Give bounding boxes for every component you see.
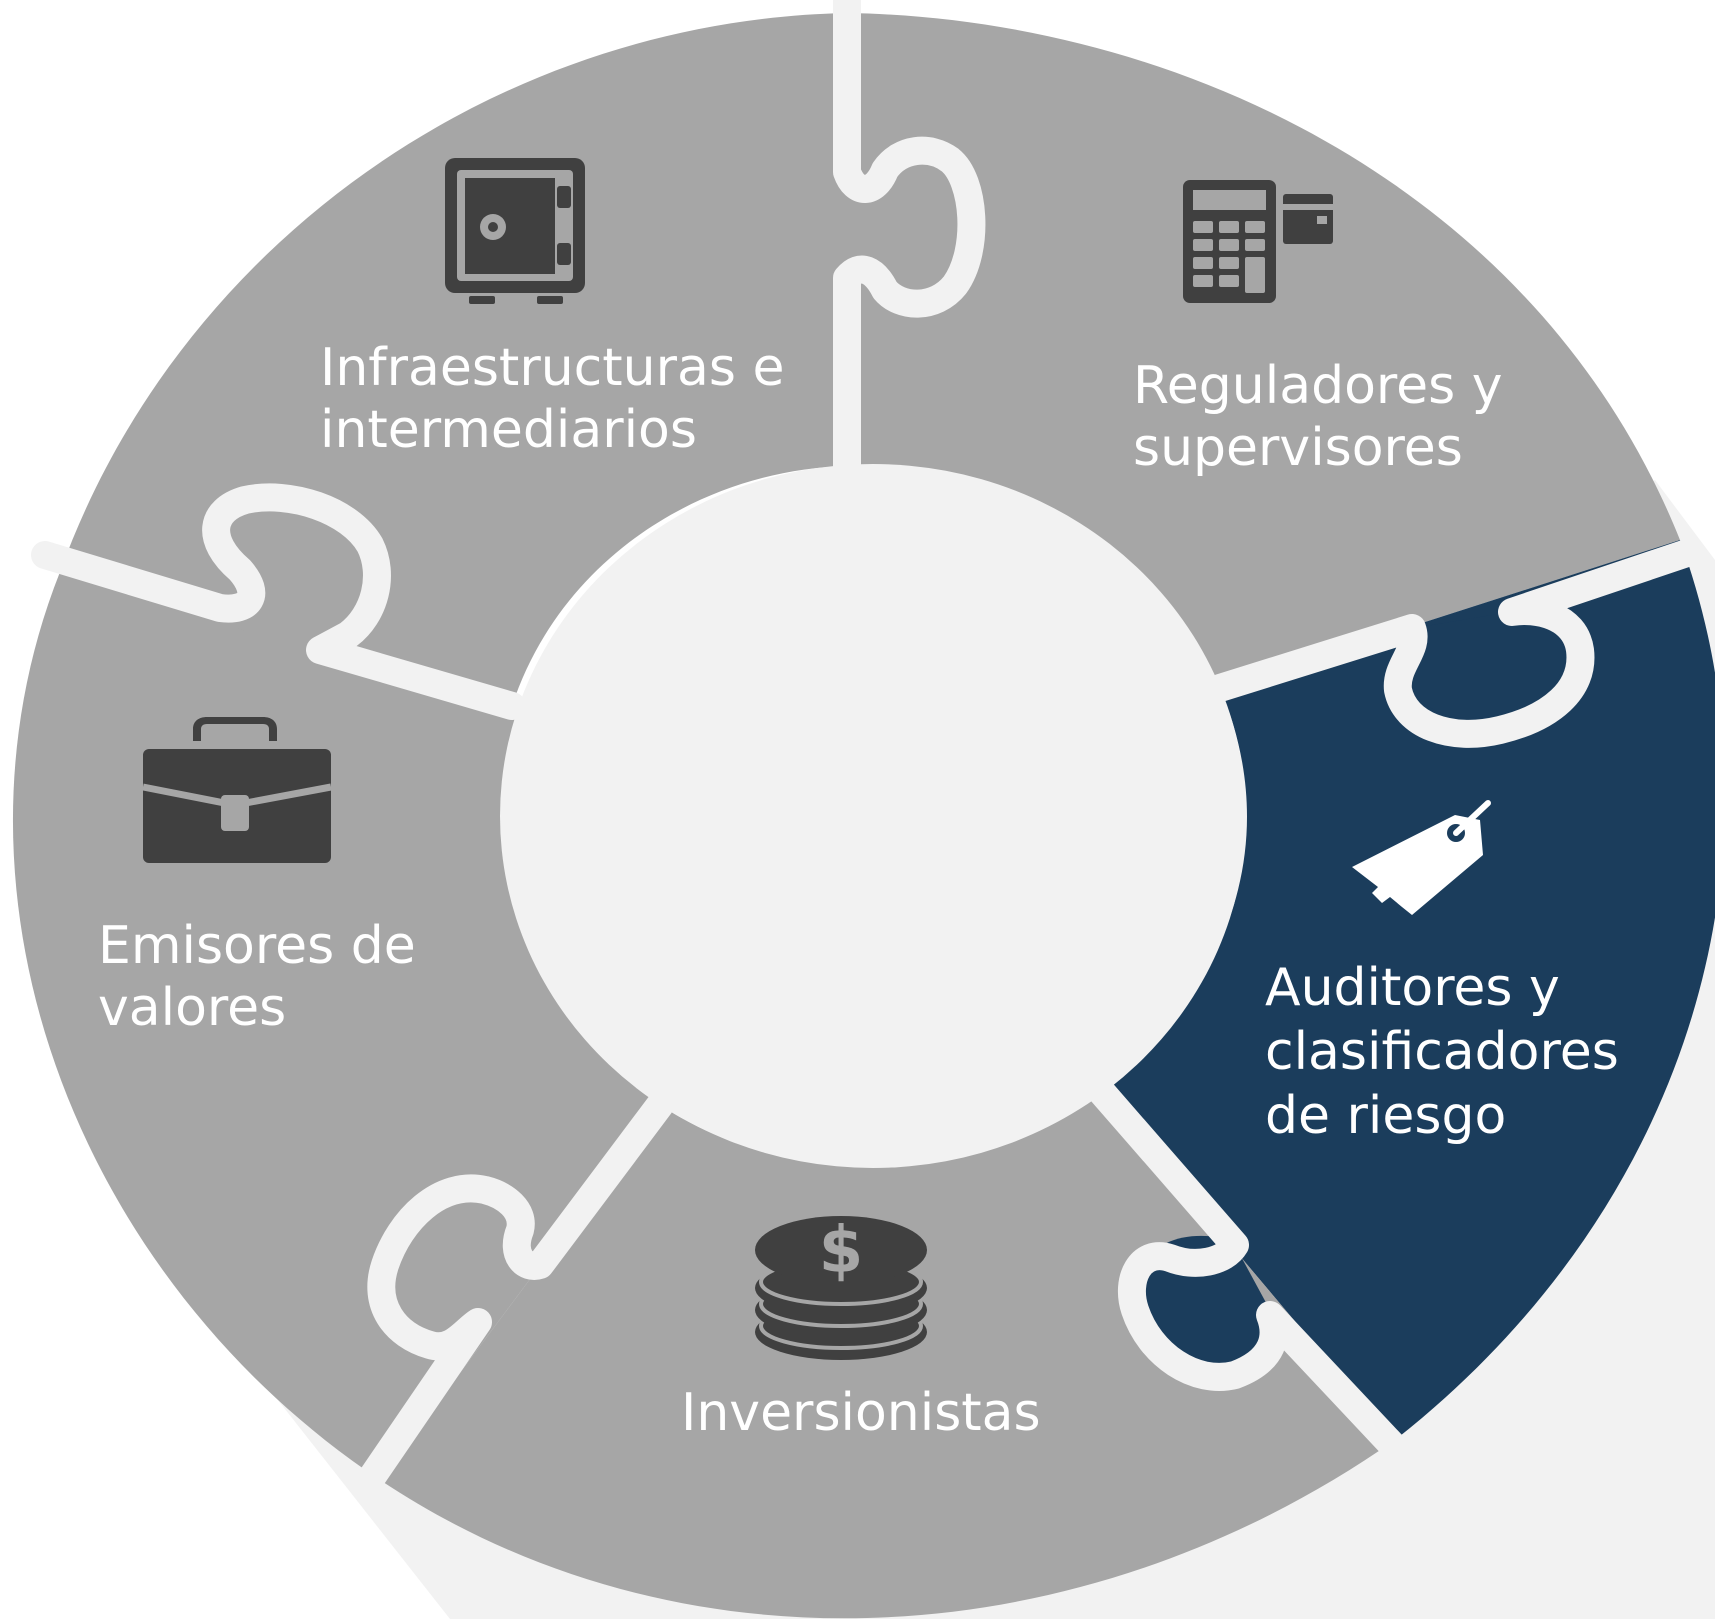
- segment-auditores: [1100, 540, 1715, 1440]
- label-reguladores: Reguladores y supervisores: [1133, 356, 1519, 478]
- separator-left: [31, 483, 526, 720]
- separator-top: [833, 0, 986, 480]
- label-auditores: Auditores y clasificadores de riesgo: [1265, 958, 1635, 1146]
- segment-reguladores: [847, 13, 1680, 688]
- separator-bottom-left: [356, 1091, 674, 1494]
- label-emisores: Emisores de valores: [98, 916, 432, 1038]
- coin-stack-icon: $: [755, 1214, 927, 1360]
- label-inversionistas: Inversionistas: [681, 1383, 1041, 1443]
- safe-icon: [445, 158, 585, 304]
- separator-right: [1206, 538, 1704, 748]
- segment-labels: Infraestructuras e intermediarios Regula…: [98, 338, 1635, 1443]
- briefcase-icon: [142, 717, 332, 863]
- puzzle-separators: [31, 0, 1704, 1494]
- svg-text:$: $: [819, 1214, 864, 1288]
- center-circle: [500, 464, 1246, 1168]
- label-infraestructuras: Infraestructuras e intermediarios: [320, 338, 801, 460]
- separator-bottom-right: [1086, 1076, 1409, 1462]
- puzzle-tab-bottom-left: [397, 1201, 535, 1337]
- puzzle-tab-right: [1388, 609, 1566, 719]
- calculator-card-icon: [1183, 180, 1333, 303]
- price-tag-icon: [1352, 800, 1491, 915]
